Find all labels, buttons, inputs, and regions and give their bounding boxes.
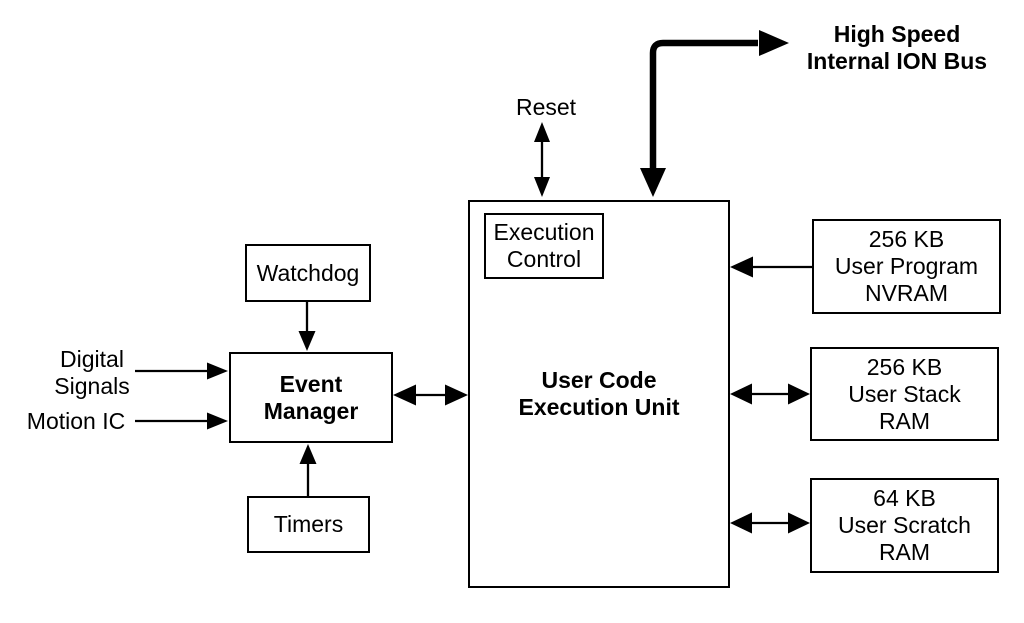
ion-bus-label: High Speed Internal ION Bus <box>797 21 997 75</box>
execution-control-label-line-1: Execution <box>493 219 595 245</box>
timers-to-event-manager-arrow <box>299 444 317 496</box>
user-scratch-ram-block: 64 KB User Scratch RAM <box>810 478 999 573</box>
user-stack-ram-label-line-2: User Stack <box>848 380 961 407</box>
user-program-nvram-label-line-1: 256 KB <box>868 226 945 252</box>
ion-bus-label-line-1: High Speed <box>833 21 961 47</box>
digital-signals-arrow <box>135 362 228 380</box>
watchdog-block: Watchdog <box>245 244 371 302</box>
event-manager-label-line-1: Event <box>279 370 343 397</box>
watchdog-to-event-manager-arrow <box>298 302 316 351</box>
digital-signals-label: Digital Signals <box>44 346 140 400</box>
user-code-execution-unit-label-line-1: User Code <box>541 367 657 393</box>
execution-control-label-line-2: Control <box>506 246 582 272</box>
user-stack-ram-block: 256 KB User Stack RAM <box>810 347 999 441</box>
execution-control-block: Execution Control <box>484 213 604 279</box>
ion-bus-label-line-2: Internal ION Bus <box>806 48 988 74</box>
user-program-nvram-label-line-2: User Program <box>834 253 979 279</box>
watchdog-block-label: Watchdog <box>256 259 360 286</box>
user-stack-ram-label-line-1: 256 KB <box>866 353 943 380</box>
digital-signals-label-line-1: Digital <box>60 346 124 372</box>
event-manager-to-unit-arrow <box>393 384 468 406</box>
user-stack-ram-label-line-3: RAM <box>878 407 931 434</box>
event-manager-label-line-2: Manager <box>263 397 359 424</box>
stack-ram-to-unit-arrow <box>730 383 810 405</box>
reset-arrow <box>534 122 550 197</box>
timers-block-label: Timers <box>273 511 344 537</box>
user-program-nvram-label-line-3: NVRAM <box>864 280 949 306</box>
reset-label: Reset <box>515 94 577 120</box>
user-code-execution-unit-label-line-2: Execution Unit <box>518 394 680 420</box>
scratch-ram-to-unit-arrow <box>730 512 810 534</box>
motion-ic-label: Motion IC <box>26 408 126 434</box>
event-manager-block: Event Manager <box>229 352 393 443</box>
ion-bus-arrow <box>640 30 789 197</box>
motion-ic-arrow <box>135 412 228 430</box>
user-program-nvram-block: 256 KB User Program NVRAM <box>812 219 1001 314</box>
digital-signals-label-line-2: Signals <box>54 373 130 399</box>
user-scratch-ram-label-line-3: RAM <box>878 539 931 565</box>
user-scratch-ram-label-line-1: 64 KB <box>873 485 936 511</box>
user-scratch-ram-label-line-2: User Scratch <box>838 512 971 538</box>
nvram-to-unit-arrow <box>730 256 812 278</box>
timers-block: Timers <box>247 496 370 553</box>
